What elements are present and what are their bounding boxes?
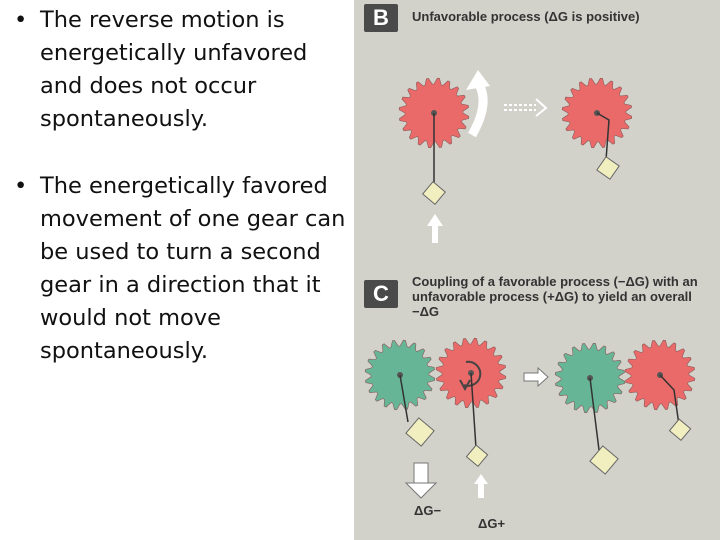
hanging-weight	[589, 445, 619, 475]
bullet-symbol: •	[14, 173, 28, 199]
hanging-weight	[422, 181, 446, 205]
panel-b-letter: B	[364, 4, 398, 32]
dotted-right-arrow	[504, 98, 548, 117]
bullet-symbol: •	[14, 7, 28, 33]
gear-diagram-panel: B Unfavorable process (ΔG is positive) C…	[354, 0, 720, 540]
weight-string	[399, 374, 409, 423]
panel-c-letter: C	[364, 280, 398, 308]
bullet-text: The reverse motion is energetically unfa…	[40, 7, 308, 132]
gear-diagram-figure	[364, 70, 696, 499]
hanging-weight	[405, 417, 435, 447]
down-arrow	[404, 462, 438, 499]
panel-c-heading: Coupling of a favorable process (−ΔG) wi…	[412, 274, 698, 319]
curved-rotation-arrowhead	[466, 70, 490, 90]
up-arrow	[474, 474, 488, 498]
weight-string	[596, 112, 610, 161]
circular-rotation-arrow	[463, 360, 482, 387]
circular-rotation-arrowhead	[459, 379, 471, 392]
hanging-weight	[465, 444, 489, 467]
panel-b-heading: Unfavorable process (ΔG is positive)	[412, 9, 640, 24]
bullet-text: The energetically favored movement of on…	[40, 173, 346, 364]
up-arrow	[427, 214, 443, 243]
weight-string	[589, 377, 600, 451]
bullet-list: • The reverse motion is energetically un…	[0, 0, 350, 540]
weight-string	[659, 374, 680, 426]
hanging-weight	[596, 156, 620, 180]
outlined-right-arrow	[523, 366, 549, 388]
weight-string	[470, 372, 477, 449]
delta-g-negative-label: ΔG−	[414, 503, 442, 518]
hanging-weight	[668, 418, 692, 441]
delta-g-positive-label: ΔG+	[478, 516, 506, 531]
